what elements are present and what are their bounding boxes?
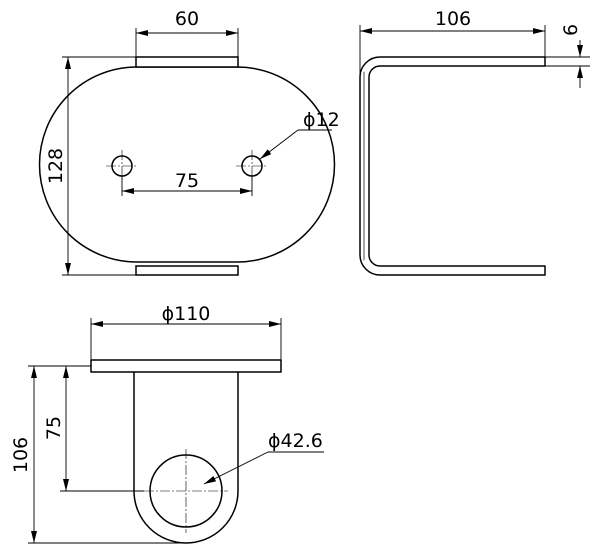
side-view: 106 6 (359, 8, 590, 276)
front-plate-outline (38, 66, 336, 263)
top-height-label: 106 (10, 437, 32, 473)
front-view: 60 75 ϕ12 128 (38, 8, 340, 276)
top-view: ϕ110 ϕ42.6 75 106 (10, 303, 324, 544)
bore-dia-leader-diag (203, 451, 269, 485)
front-top-tab (135, 56, 239, 68)
hole-diameter-label: ϕ12 (303, 109, 340, 131)
front-bottom-tab (135, 265, 239, 276)
depth-106-label: 106 (435, 8, 471, 30)
hole-diameter-leader-diag (259, 129, 299, 160)
flange-plate (90, 359, 282, 373)
height-128-label: 128 (45, 148, 67, 184)
bore-height-label: 75 (43, 416, 65, 440)
bent-strap-outline (359, 56, 546, 276)
width-60-label: 60 (175, 8, 199, 30)
hole-spacing-label: 75 (175, 170, 199, 192)
thickness-label: 6 (560, 24, 582, 36)
bore-dia-label: ϕ42.6 (268, 430, 323, 452)
flange-dia-label: ϕ110 (162, 303, 211, 325)
